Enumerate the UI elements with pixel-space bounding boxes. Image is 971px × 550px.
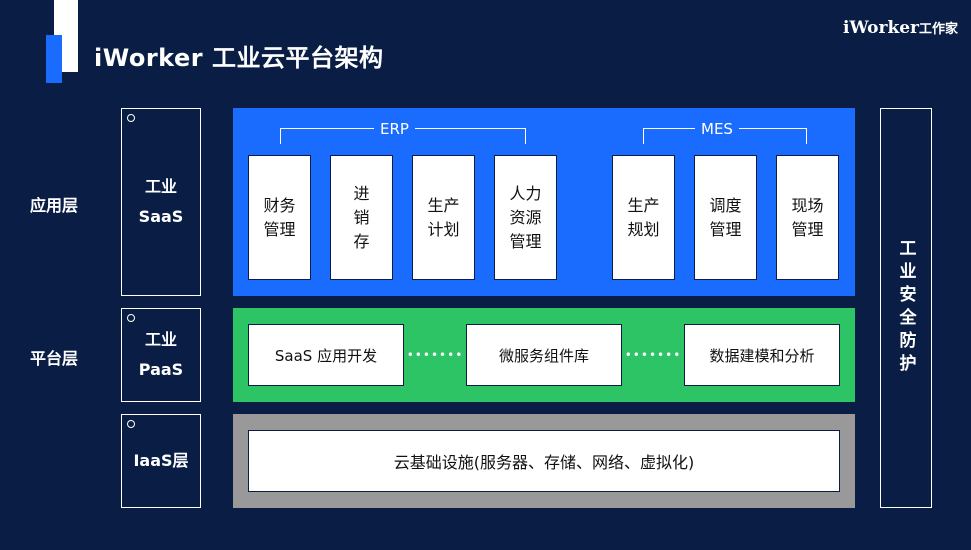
dot-icon [127, 114, 135, 122]
paas-connector: ••••••• [406, 348, 464, 362]
erp-label: ERP [374, 120, 415, 138]
side-box-line1: 工业 [144, 177, 177, 196]
brand-logo: iWorker工作家 [843, 18, 958, 38]
security-column: 工业安全防护 [880, 108, 932, 508]
module-erp-finance: 财务 管理 [248, 155, 311, 280]
dot-icon [127, 314, 135, 322]
module-mes-onsite: 现场 管理 [776, 155, 839, 280]
title-accent-blue [46, 35, 62, 83]
paas-microservices: 微服务组件库 [466, 324, 622, 386]
layer-label-platform: 平台层 [30, 349, 79, 368]
paas-data-modeling: 数据建模和分析 [684, 324, 840, 386]
side-box-line1: 工业 [144, 330, 177, 349]
mes-label: MES [695, 120, 739, 138]
module-mes-scheduling: 调度 管理 [694, 155, 757, 280]
dot-icon [127, 420, 135, 428]
paas-connector: ••••••• [624, 348, 682, 362]
module-erp-inventory: 进 销 存 [330, 155, 393, 280]
side-box-line2: SaaS [138, 207, 184, 226]
module-erp-production-plan: 生产 计划 [412, 155, 475, 280]
side-box-line2: PaaS [138, 360, 184, 379]
module-erp-hr: 人力 资源 管理 [494, 155, 557, 280]
module-mes-planning: 生产 规划 [612, 155, 675, 280]
side-box-iaas: IaaS层 [121, 414, 201, 508]
side-box-line1: IaaS层 [133, 451, 189, 470]
brand-suffix: 工作家 [919, 22, 959, 37]
side-box-paas: 工业 PaaS [121, 308, 201, 402]
side-box-saas: 工业 SaaS [121, 108, 201, 296]
page-title: iWorker 工业云平台架构 [94, 44, 384, 72]
paas-app-dev: SaaS 应用开发 [248, 324, 404, 386]
brand-name: iWorker [843, 18, 920, 38]
layer-label-application: 应用层 [30, 196, 79, 215]
iaas-infrastructure: 云基础设施(服务器、存储、网络、虚拟化) [248, 430, 840, 492]
